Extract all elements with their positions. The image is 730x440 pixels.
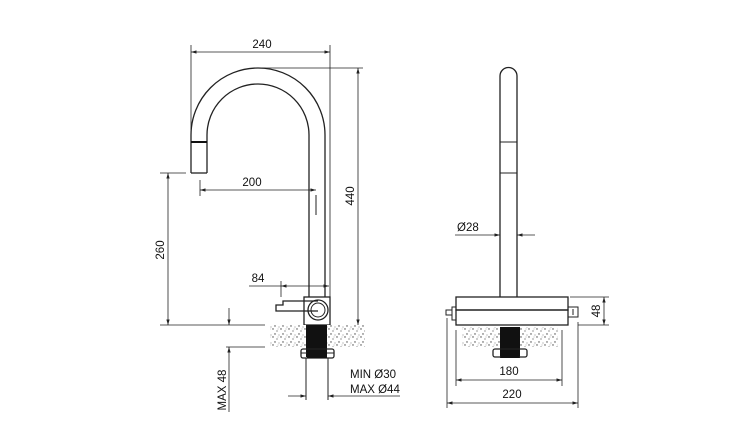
dim-max-hole: MAX Ø44 (350, 384, 400, 396)
dim-48: 48 (591, 305, 603, 318)
dim-180: 180 (499, 366, 518, 378)
dim-440: 440 (345, 186, 357, 205)
shank (500, 327, 520, 358)
dim-200: 200 (242, 177, 261, 189)
countertop-right (520, 327, 558, 347)
front-view: Ø28 180 220 48 (445, 66, 609, 408)
spout-outer (190, 67, 326, 297)
lever-handle (275, 300, 318, 312)
dim-84: 84 (252, 273, 265, 285)
countertop-right (327, 325, 365, 347)
side-view: 240 440 200 260 84 MAX 48 MIN Ø30 MAX Ø4… (155, 39, 400, 412)
spout-inner (206, 83, 310, 297)
side-knob (567, 306, 579, 318)
dim-tube-diameter: Ø28 (457, 222, 479, 234)
dim-max-48: MAX 48 (217, 370, 229, 411)
tube (499, 66, 518, 297)
countertop-left (462, 327, 500, 347)
countertop-left (270, 325, 306, 347)
dim-240: 240 (252, 39, 271, 51)
dim-min-hole: MIN Ø30 (350, 369, 396, 381)
dim-260: 260 (155, 240, 167, 259)
dim-220: 220 (502, 389, 521, 401)
base-top-pattern (455, 296, 569, 311)
base-body (455, 309, 569, 326)
